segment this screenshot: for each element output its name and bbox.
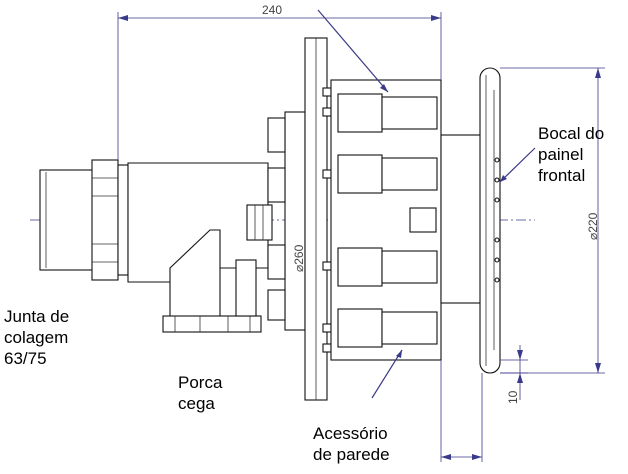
blind-nut xyxy=(162,229,262,333)
flange-diameter-value: ⌀260 xyxy=(292,244,306,272)
wall-accessory-label: Acessório de parede xyxy=(313,423,390,465)
front-nozzle-line-1: Bocal do xyxy=(538,124,605,143)
blind-nut-label: Porca cega xyxy=(178,372,222,414)
glue-joint-label: Junta de colagem 63/75 xyxy=(4,306,69,369)
front-nozzle-label: Bocal do painel frontal xyxy=(538,123,604,186)
wall-accessory xyxy=(330,79,442,361)
front-nozzle-leader xyxy=(499,147,536,183)
nozzle-diameter-value: ⌀220 xyxy=(586,212,600,240)
front-nozzle-line-3: frontal xyxy=(538,166,586,185)
glue-joint-line-3: 63/75 xyxy=(4,349,47,368)
flange-diameter-dimension: ⌀260 xyxy=(292,244,306,272)
flange-hub xyxy=(246,111,306,331)
overall-length-value: 240 xyxy=(262,3,282,17)
wall-flange xyxy=(304,37,332,401)
nozzle-depth-value: 10 xyxy=(506,390,520,404)
wall-accessory-line-2: de parede xyxy=(313,445,390,464)
blind-nut-line-2: cega xyxy=(178,394,215,413)
wall-accessory-leaders xyxy=(317,9,403,399)
nozzle-diameter-dimension: ⌀220 xyxy=(500,67,605,374)
glue-joint-line-2: colagem xyxy=(4,328,69,347)
main-body xyxy=(127,162,269,283)
blind-nut-line-1: Porca xyxy=(178,373,223,392)
glue-joint-line-1: Junta de xyxy=(4,307,70,326)
wall-accessory-line-1: Acessório xyxy=(313,424,388,443)
glue-joint-pipe xyxy=(39,159,129,281)
nozzle-depth-dimension: 10 xyxy=(440,345,528,462)
overall-length-dimension: 240 xyxy=(117,3,442,160)
front-panel-nozzle xyxy=(440,67,501,374)
front-nozzle-line-2: painel xyxy=(538,145,584,164)
